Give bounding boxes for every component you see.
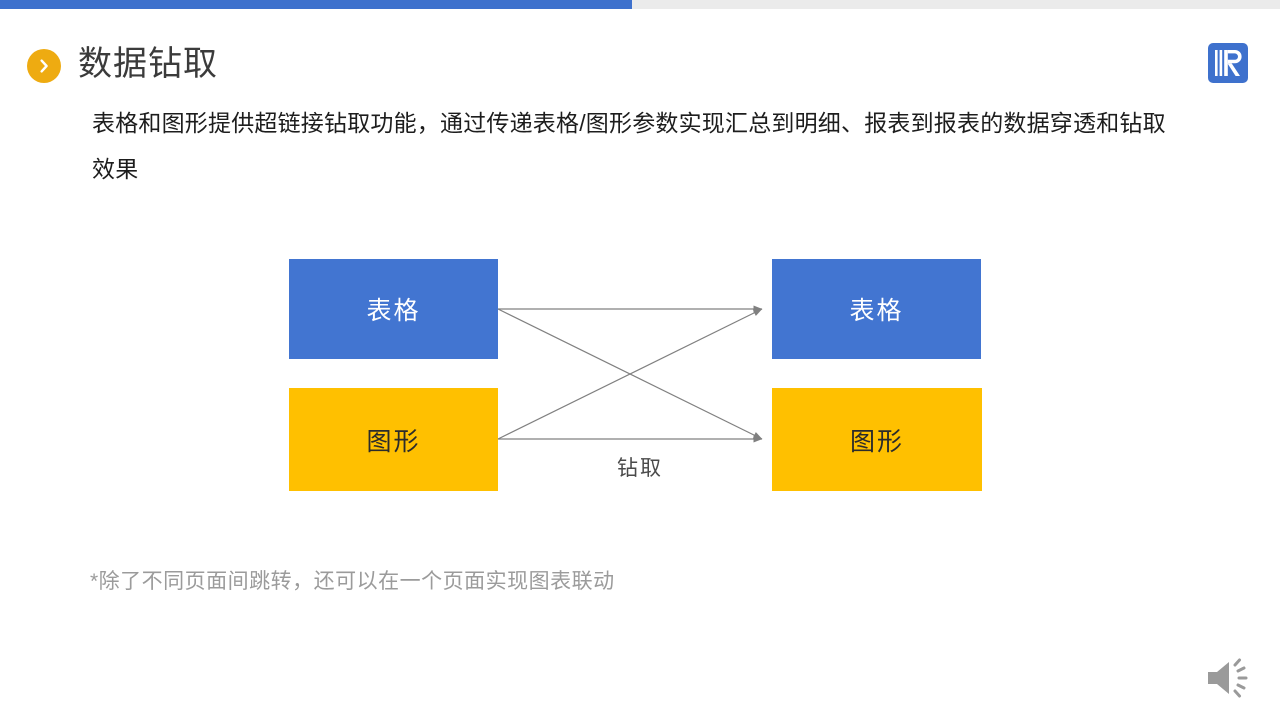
slide-progress-track[interactable] [0, 0, 1280, 9]
diagram-node-table-left[interactable]: 表格 [289, 259, 498, 359]
diagram-node-table-right[interactable]: 表格 [772, 259, 981, 359]
diagram-node-chart-left[interactable]: 图形 [289, 388, 498, 491]
company-logo-r-icon [1206, 41, 1250, 85]
slide-progress-fill [0, 0, 632, 9]
lead-paragraph: 表格和图形提供超链接钻取功能，通过传递表格/图形参数实现汇总到明细、报表到报表的… [92, 110, 1166, 182]
diagram-edge-label: 钻取 [617, 457, 663, 480]
drill-down-diagram: 表格 图形 表格 图形 钻取 [0, 230, 1280, 520]
page-title: 数据钻取 [78, 45, 218, 83]
footnote: *除了不同页面间跳转，还可以在一个页面实现图表联动 [90, 570, 615, 593]
diagram-node-chart-right[interactable]: 图形 [772, 388, 982, 491]
diagram-arrows [497, 305, 763, 443]
speaker-volume-icon[interactable] [1202, 656, 1258, 700]
slide-header: 数据钻取 [0, 9, 1280, 87]
chevron-right-icon [27, 49, 61, 83]
